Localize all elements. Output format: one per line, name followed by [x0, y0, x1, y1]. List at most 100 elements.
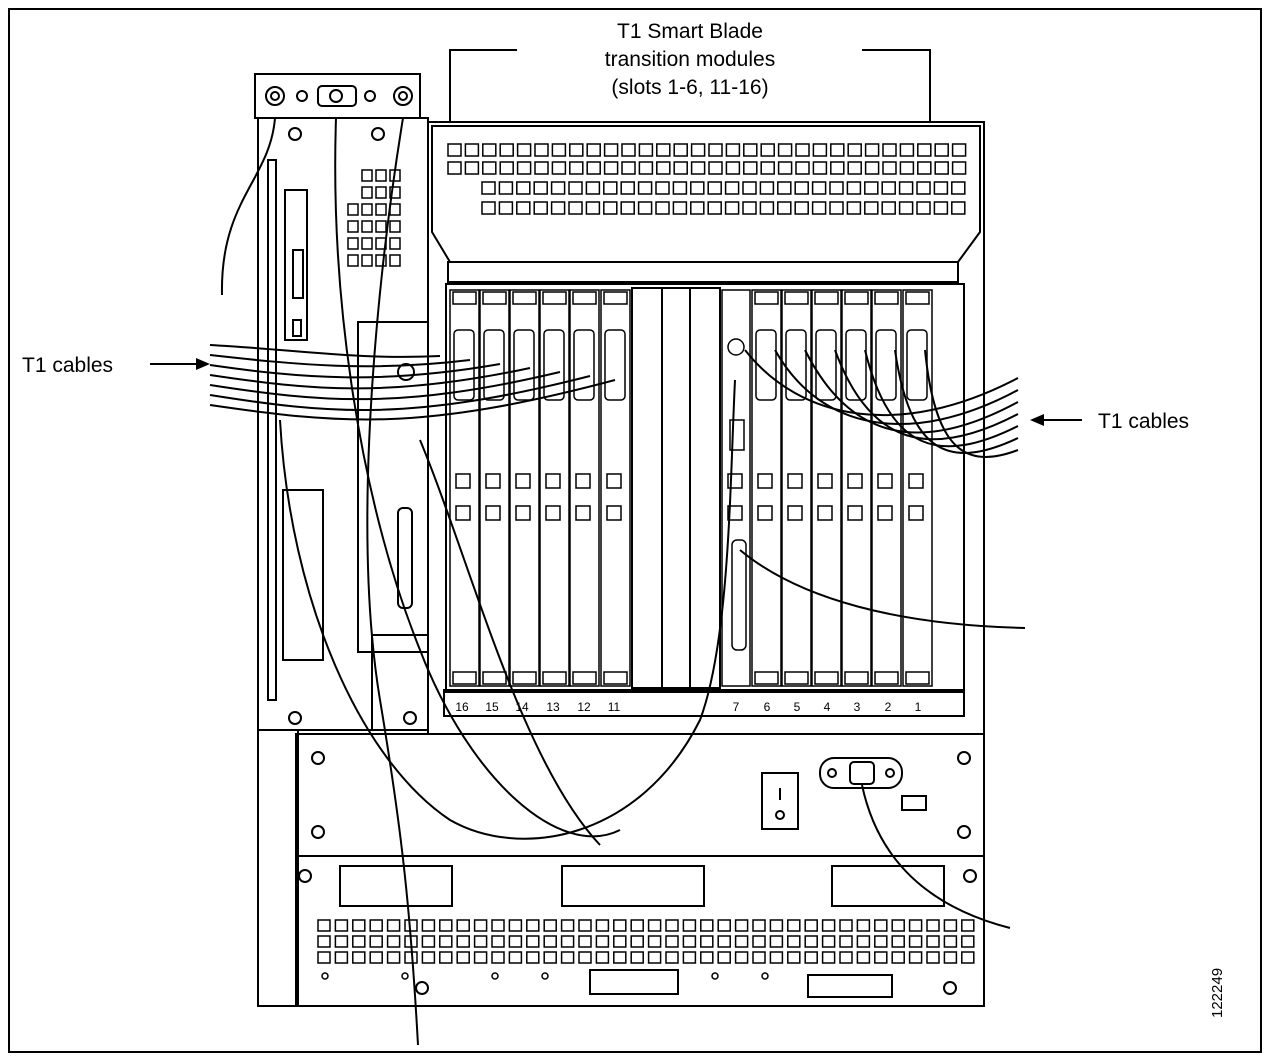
vent-hole: [334, 919, 349, 932]
vent-hole: [724, 201, 740, 215]
vent-hole: [585, 181, 601, 195]
vent-hole: [389, 169, 401, 182]
vent-hole: [917, 161, 932, 175]
vent-hole: [811, 201, 827, 215]
screw-hole: [401, 972, 409, 980]
vent-hole: [361, 237, 373, 250]
vent-hole: [389, 220, 401, 233]
vent-hole: [665, 919, 679, 932]
vent-hole: [787, 951, 801, 964]
vent-hole: [439, 935, 453, 948]
vent-hole: [386, 951, 401, 964]
vent-hole: [447, 143, 462, 157]
vent-hole: [943, 919, 958, 932]
vent-hole: [951, 201, 966, 215]
transition-module-card: [902, 289, 933, 687]
vent-hole: [386, 919, 401, 932]
slot-number: 14: [515, 700, 529, 714]
vent-hole: [498, 181, 514, 195]
vent-hole: [804, 919, 818, 932]
vent-hole: [830, 143, 845, 157]
vent-hole: [899, 161, 915, 175]
slot-cards: [449, 289, 933, 687]
vent-hole: [759, 201, 775, 215]
vent-hole: [934, 143, 949, 157]
vent-hole: [317, 951, 331, 964]
vent-hole: [864, 161, 880, 175]
vent-hole: [481, 201, 496, 215]
vent-hole: [508, 919, 523, 932]
transition-module-card: [600, 289, 631, 687]
vent-hole: [516, 201, 531, 215]
vent-hole: [421, 919, 436, 932]
slot-number: 1: [915, 700, 922, 714]
right-cable-2: [739, 549, 1026, 629]
transition-module-card: [479, 289, 510, 687]
vent-hole: [682, 935, 697, 948]
vent-hole: [638, 143, 654, 157]
vent-hole: [821, 919, 836, 932]
vent-hole: [742, 201, 757, 215]
vent-hole: [534, 143, 549, 157]
right-cable-label: T1 cables: [1098, 410, 1189, 433]
power-switch[interactable]: [761, 772, 799, 830]
vent-hole: [533, 201, 548, 215]
figure-frame: [8, 8, 1262, 1053]
vent-hole: [361, 220, 373, 233]
transition-module-card: [811, 289, 842, 687]
vent-hole: [533, 181, 548, 195]
vent-hole: [491, 951, 505, 964]
long-cable-4: [279, 379, 736, 840]
vent-hole: [473, 935, 488, 948]
vent-hole: [961, 951, 975, 964]
long-cable-3: [220, 117, 276, 296]
vent-hole: [568, 201, 583, 215]
vent-hole: [361, 254, 373, 267]
vent-hole: [864, 201, 879, 215]
vent-hole: [482, 161, 497, 175]
vent-hole: [551, 143, 567, 157]
vent-hole: [361, 203, 373, 216]
top-connector-plate: [254, 73, 421, 119]
vent-hole: [491, 919, 505, 932]
vent-hole: [585, 201, 601, 215]
vent-hole: [560, 919, 575, 932]
vent-hole: [578, 951, 592, 964]
vent-hole: [673, 161, 688, 175]
vent-hole: [943, 951, 958, 964]
fan-tray-vents: [317, 919, 975, 980]
vent-hole: [456, 935, 470, 948]
vent-hole: [499, 143, 514, 157]
vent-hole: [777, 201, 792, 215]
vent-hole: [811, 181, 827, 195]
figure-id: 122249: [1209, 968, 1226, 1018]
vent-hole: [777, 181, 792, 195]
vent-hole: [794, 181, 809, 195]
vent-hole: [690, 161, 706, 175]
vent-hole: [595, 951, 610, 964]
vent-hole: [482, 143, 497, 157]
vent-hole: [856, 935, 871, 948]
vent-hole: [375, 220, 387, 233]
vent-hole: [752, 951, 766, 964]
power-inlet[interactable]: [819, 757, 903, 789]
vent-hole: [638, 161, 654, 175]
left-t1-cable-bundle: [209, 344, 616, 421]
vent-hole: [717, 951, 731, 964]
vent-hole: [439, 919, 453, 932]
slot-number: 16: [455, 700, 469, 714]
vent-hole: [760, 143, 775, 157]
vent-hole: [404, 935, 418, 948]
vent-hole: [821, 935, 836, 948]
vent-hole: [499, 161, 514, 175]
vent-hole: [560, 935, 575, 948]
vent-hole: [787, 935, 801, 948]
vent-hole: [526, 935, 540, 948]
vent-hole: [347, 254, 359, 267]
vent-hole: [717, 935, 731, 948]
vent-hole: [821, 951, 836, 964]
vent-hole: [613, 951, 627, 964]
vent-hole: [361, 169, 373, 182]
vent-hole: [456, 919, 470, 932]
slot-number: 5: [794, 700, 801, 714]
